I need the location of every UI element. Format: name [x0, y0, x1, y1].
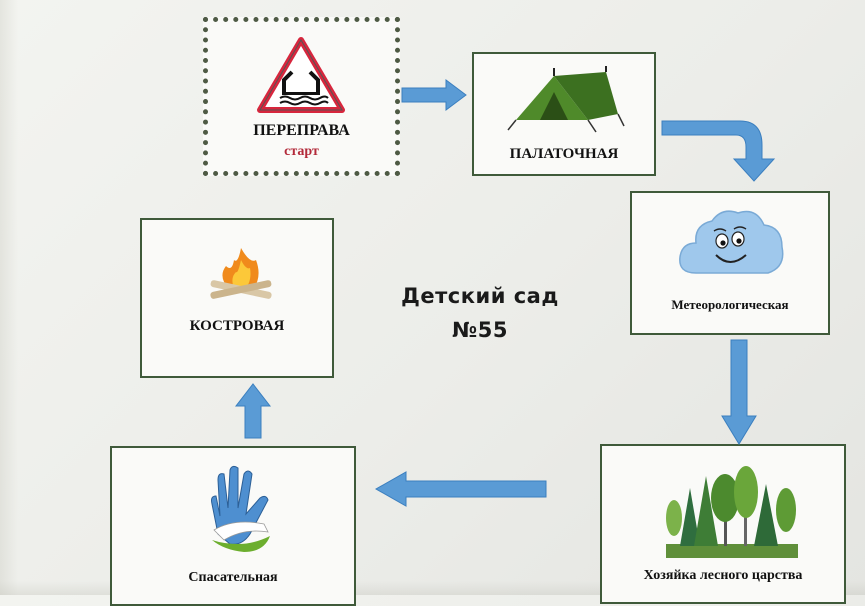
- station-crossing-start-label: старт: [284, 144, 319, 159]
- station-crossing-label: ПЕРЕПРАВА: [253, 122, 350, 139]
- hands-icon: [211, 465, 270, 552]
- station-tent-label: ПАЛАТОЧНАЯ: [509, 146, 619, 162]
- station-forest-label: Хозяйка лесного царства: [643, 568, 803, 583]
- center-title-line1: Детский сад: [401, 284, 559, 308]
- bridge-warning-icon: [257, 37, 345, 113]
- station-weather[interactable]: Метеорологическая: [630, 191, 830, 335]
- arrow-rescue-to-campfire: [234, 383, 272, 439]
- station-crossing[interactable]: ПЕРЕПРАВА старт: [203, 17, 400, 176]
- cloud-face-icon: [679, 210, 784, 274]
- arrow-tent-to-weather: [661, 120, 776, 182]
- arrow-weather-to-forest: [721, 339, 757, 445]
- station-rescue[interactable]: Спасательная: [110, 446, 356, 606]
- arrow-forest-to-rescue: [374, 471, 547, 507]
- station-weather-label: Метеорологическая: [671, 297, 789, 312]
- station-forest[interactable]: Хозяйка лесного царства: [600, 444, 846, 604]
- arrow-crossing-to-tent: [401, 79, 467, 111]
- campfire-icon: [210, 248, 272, 299]
- station-rescue-label: Спасательная: [188, 570, 278, 585]
- tent-icon: [507, 66, 625, 133]
- forest-icon: [666, 466, 798, 558]
- station-tent[interactable]: ПАЛАТОЧНАЯ: [472, 52, 656, 176]
- station-campfire-label: КОСТРОВАЯ: [189, 318, 285, 334]
- center-title-line2: №55: [452, 318, 508, 342]
- station-campfire[interactable]: КОСТРОВАЯ: [140, 218, 334, 378]
